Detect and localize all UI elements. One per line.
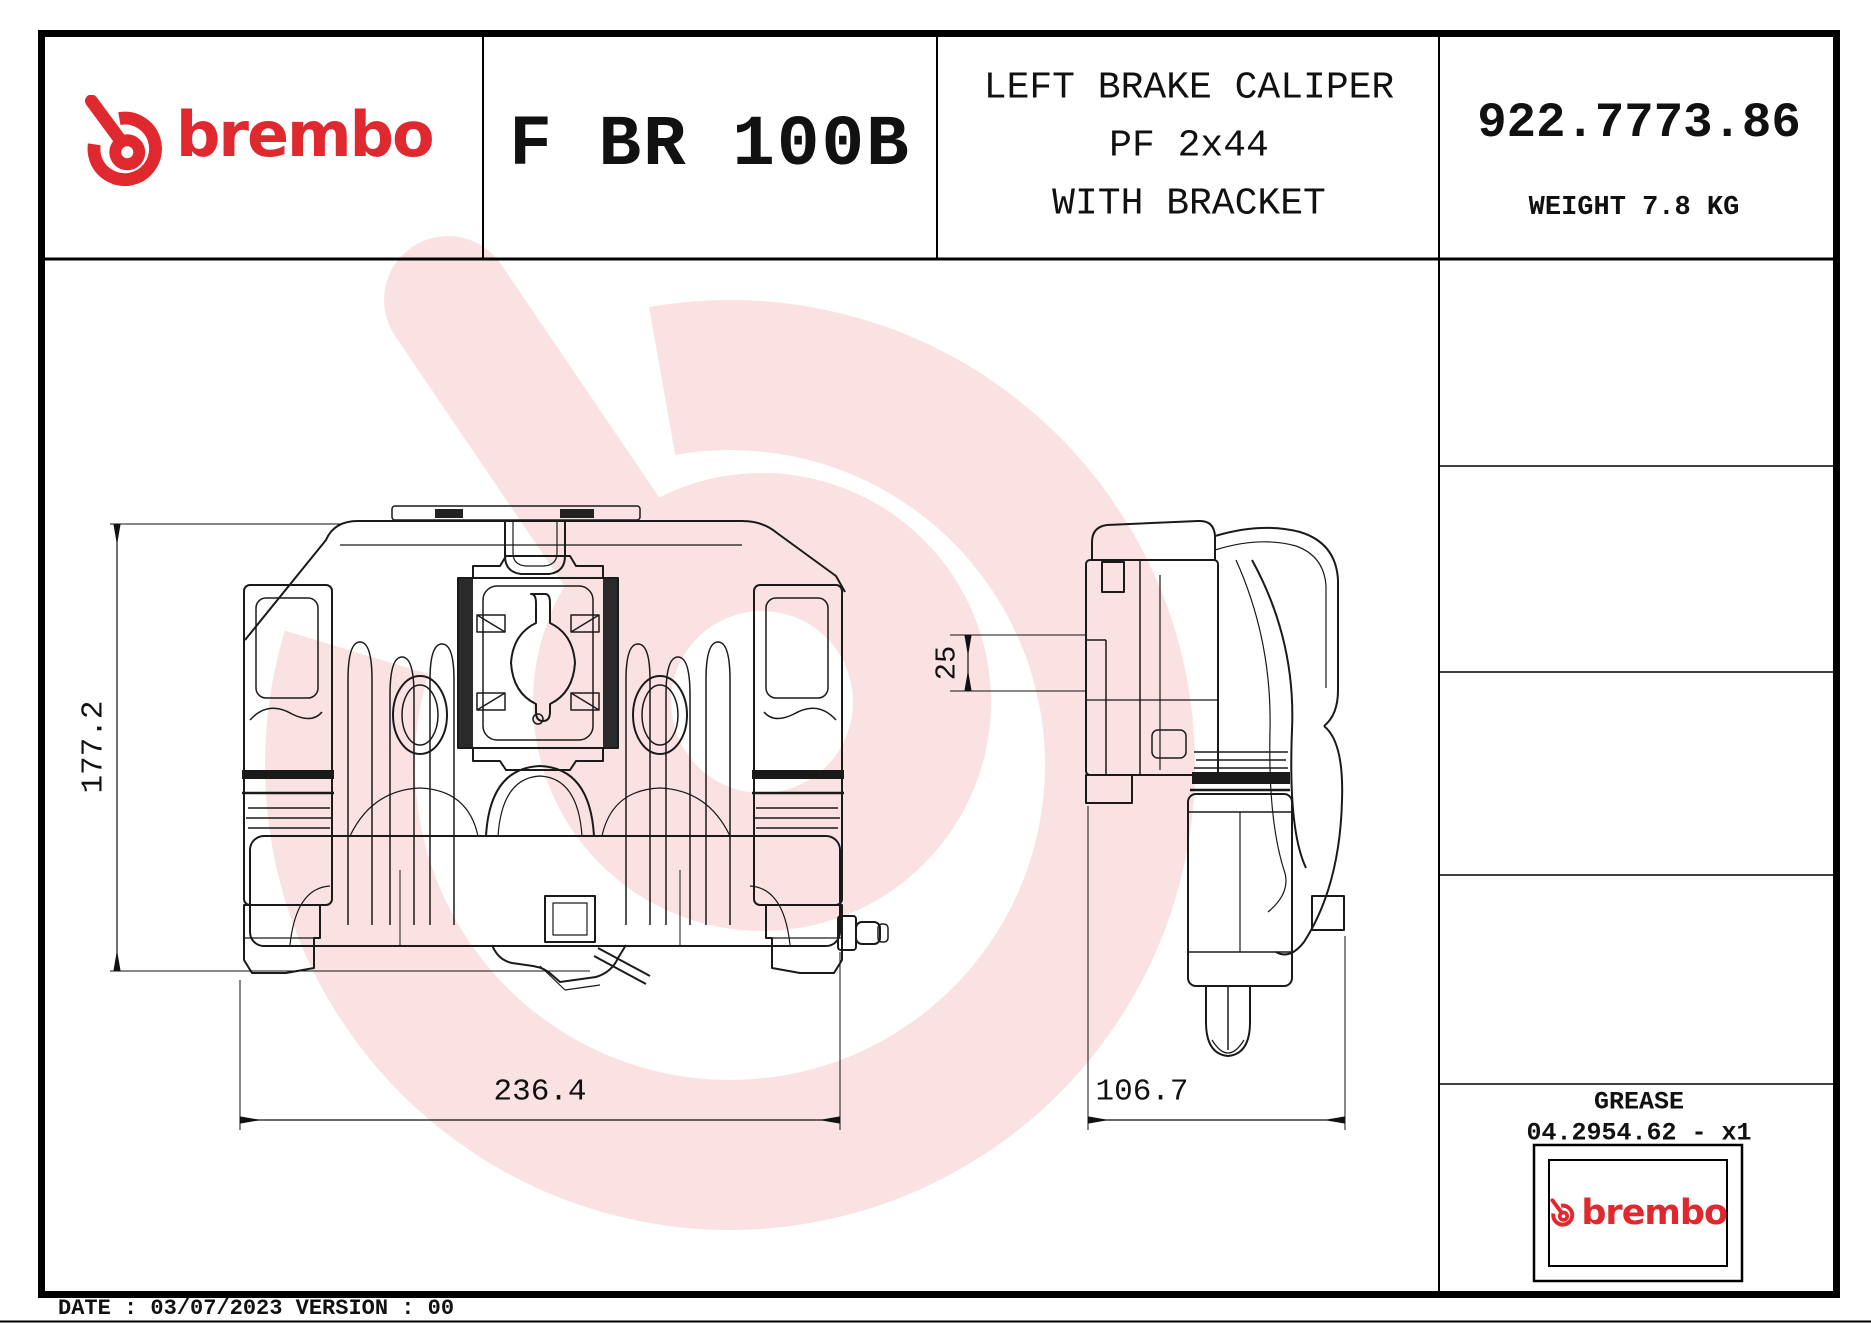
- date-version-line: DATE : 03/07/2023 VERSION : 00: [58, 1296, 455, 1321]
- dimension-front-width-lines: [239, 952, 841, 1130]
- grease-part-number: 04.2954.62 - x1: [1526, 1118, 1752, 1148]
- brand-wordmark: brembo: [176, 98, 435, 171]
- dim-pad-offset-value: 25: [930, 645, 964, 681]
- part-number: 922.7773.86: [1477, 95, 1801, 151]
- bleed-screw: [837, 915, 889, 951]
- description-line-1: LEFT BRAKE CALIPER: [983, 66, 1395, 110]
- weight-label: WEIGHT 7.8 KG: [1528, 193, 1740, 223]
- dimension-pad-offset-lines: [950, 634, 1086, 692]
- dimension-height-lines: [110, 523, 590, 972]
- dim-height-value: 177.2: [76, 700, 112, 794]
- brembo-emblem-small-icon: [1550, 1198, 1575, 1227]
- grease-logo-frame: [1532, 1143, 1744, 1283]
- side-view-drawing: [1085, 519, 1345, 1057]
- description-line-3: WITH BRACKET: [1052, 182, 1326, 226]
- model-code: F BR 100B: [509, 106, 911, 186]
- dim-front-width-value: 236.4: [493, 1074, 587, 1110]
- title-block-grid: [0, 30, 1871, 1323]
- grease-brand-wordmark: brembo: [1581, 1192, 1728, 1233]
- description-line-2: PF 2x44: [1109, 124, 1269, 168]
- grease-title: GREASE: [1593, 1087, 1685, 1117]
- grease-brand-logo: brembo: [1549, 1160, 1728, 1266]
- dimension-side-width-lines: [1087, 806, 1346, 1130]
- brembo-watermark-icon: [265, 236, 1195, 1230]
- front-view-drawing: [242, 505, 889, 991]
- brembo-emblem-icon: [84, 95, 162, 187]
- dim-side-width-value: 106.7: [1095, 1074, 1189, 1110]
